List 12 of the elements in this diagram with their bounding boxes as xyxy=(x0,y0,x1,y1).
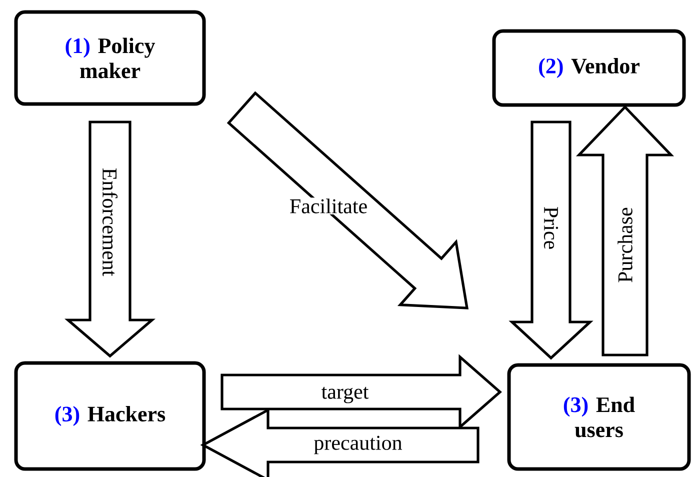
rounded-box: (2) Vendor xyxy=(492,29,686,107)
edge-label: Purchase xyxy=(616,206,634,284)
rounded-box: (1) Policy maker xyxy=(14,10,206,106)
edge-label: Enforcement xyxy=(102,166,118,278)
rounded-box: (3) End users xyxy=(507,363,691,471)
block-arrow xyxy=(576,105,674,356)
edge-label: Facilitate xyxy=(288,198,369,214)
edge-label: precaution xyxy=(312,434,404,456)
rounded-box: (3) Hackers xyxy=(14,361,206,471)
edge-label: target xyxy=(320,386,370,404)
edge-label: Price xyxy=(542,205,560,251)
block-arrow xyxy=(508,120,594,360)
